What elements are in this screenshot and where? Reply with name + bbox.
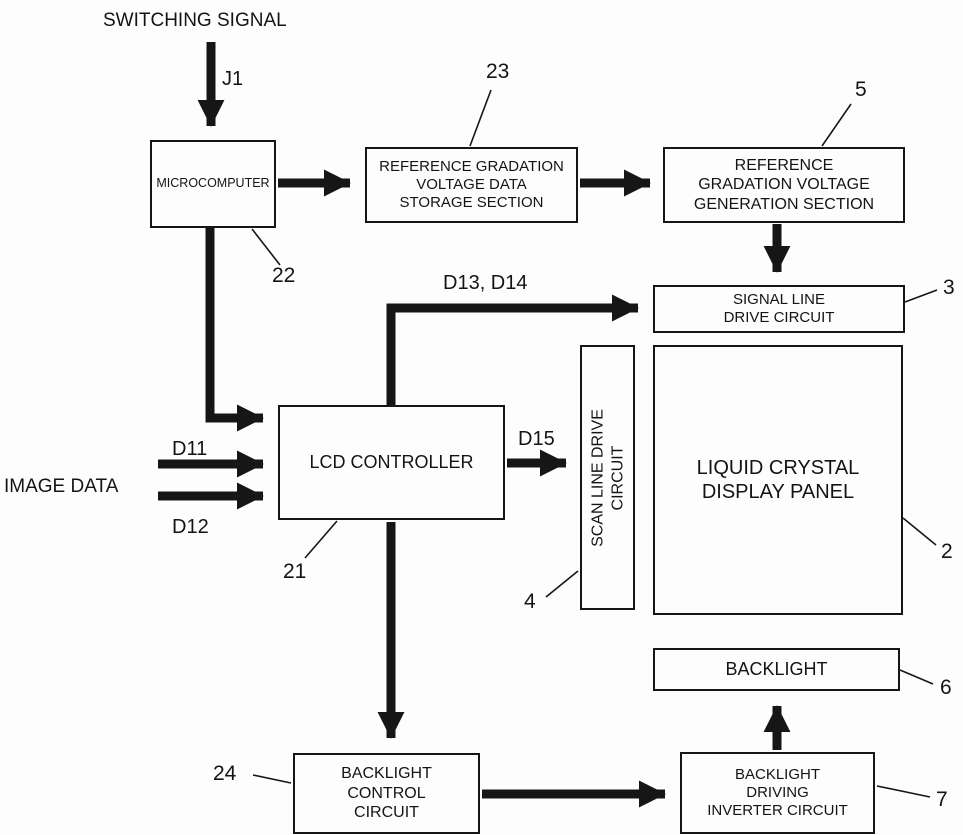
generation-label-line2: GRADATION VOLTAGE [698, 176, 870, 194]
j1-label: J1 [222, 68, 244, 90]
backlight-control-label-line3: CIRCUIT [354, 804, 419, 822]
signal-line-drive-circuit-box: SIGNAL LINE DRIVE CIRCUIT [653, 285, 905, 333]
backlight-label: BACKLIGHT [725, 658, 828, 679]
backlight-inverter-label-line3: INVERTER CIRCUIT [707, 802, 848, 820]
lcd-controller-box: LCD CONTROLLER [278, 405, 505, 520]
microcomputer-label: MICROCOMPUTER [156, 176, 270, 191]
scan-line-drive-label-line1: SCAN LINE DRIVE [588, 408, 606, 547]
leader-ref-24 [252, 774, 292, 784]
lcd-panel-label-line1: LIQUID CRYSTAL [696, 456, 860, 479]
liquid-crystal-display-panel-box: LIQUID CRYSTAL DISPLAY PANEL [653, 345, 903, 615]
scan-line-drive-rotated-text: SCAN LINE DRIVE CIRCUIT [582, 347, 633, 608]
d15-label: D15 [518, 428, 555, 450]
d12-label: D12 [172, 516, 209, 538]
signal-line-drive-label-line1: SIGNAL LINE [733, 290, 825, 308]
backlight-inverter-label-line2: DRIVING [746, 783, 809, 801]
ref-2-label: 2 [941, 540, 953, 563]
ref-22-label: 22 [272, 264, 296, 287]
ref-5-label: 5 [855, 78, 867, 101]
backlight-inverter-label-line1: BACKLIGHT [734, 765, 821, 783]
leader-ref-3 [904, 289, 938, 303]
leader-ref-4 [545, 570, 579, 598]
ref-23-label: 23 [486, 60, 510, 83]
ref-4-label: 4 [524, 590, 536, 613]
switching-signal-label: SWITCHING SIGNAL [103, 10, 287, 31]
d11-label: D11 [172, 438, 208, 460]
ref-24-label: 24 [213, 762, 237, 785]
leader-ref-5 [821, 103, 852, 147]
d13-d14-label: D13, D14 [443, 272, 528, 294]
storage-label-line1: REFERENCE GRADATION [379, 157, 564, 175]
backlight-control-label-line2: CONTROL [347, 784, 426, 802]
ref-7-label: 7 [936, 788, 948, 811]
generation-label-line3: GENERATION SECTION [693, 195, 875, 213]
arrow-microcomputer-to-lcd-controller [205, 228, 264, 432]
signal-line-drive-label-line2: DRIVE CIRCUIT [723, 309, 835, 326]
image-data-label: IMAGE DATA [4, 476, 119, 497]
ref-3-label: 3 [943, 276, 955, 299]
ref-6-label: 6 [940, 676, 952, 699]
backlight-control-label-line1: BACKLIGHT [341, 765, 432, 783]
lcd-panel-label-line2: DISPLAY PANEL [701, 481, 855, 503]
scan-line-drive-label-line2: CIRCUIT [608, 445, 626, 510]
reference-gradation-storage-box: REFERENCE GRADATION VOLTAGE DATA STORAGE… [365, 147, 578, 223]
storage-label-line2: VOLTAGE DATA [416, 175, 527, 193]
scan-line-drive-circuit-box: SCAN LINE DRIVE CIRCUIT [580, 345, 635, 610]
leader-ref-22 [251, 228, 281, 266]
backlight-driving-inverter-circuit-box: BACKLIGHT DRIVING INVERTER CIRCUIT [680, 752, 875, 834]
microcomputer-box: MICROCOMPUTER [150, 140, 276, 228]
leader-ref-7 [876, 785, 931, 798]
storage-label-line3: STORAGE SECTION [399, 194, 544, 212]
leader-ref-2 [902, 517, 937, 546]
reference-gradation-generation-box: REFERENCE GRADATION VOLTAGE GENERATION S… [663, 147, 905, 223]
leader-ref-21 [304, 520, 338, 559]
leader-ref-6 [899, 669, 934, 685]
backlight-control-circuit-box: BACKLIGHT CONTROL CIRCUIT [293, 753, 480, 834]
ref-21-label: 21 [283, 560, 307, 583]
generation-label-line1: REFERENCE [734, 156, 834, 174]
lcd-controller-label: LCD CONTROLLER [309, 451, 474, 472]
backlight-box: BACKLIGHT [653, 648, 900, 691]
leader-ref-23 [469, 89, 492, 147]
